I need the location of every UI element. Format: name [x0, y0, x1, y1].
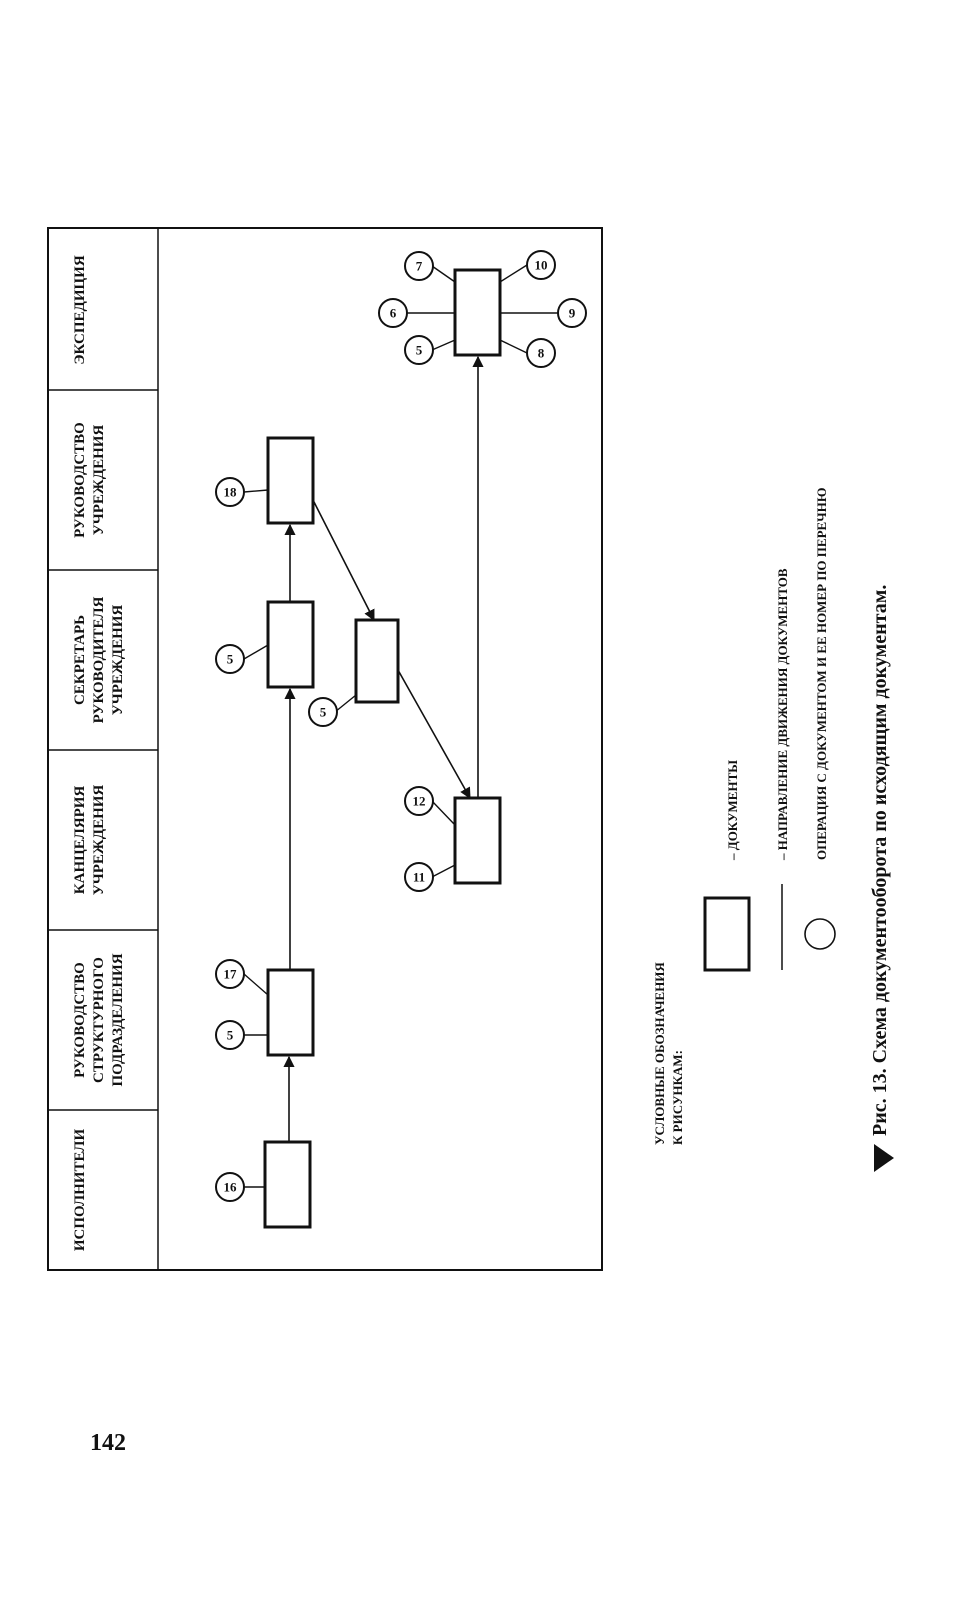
operation-circle: 5 [215, 1020, 245, 1050]
svg-text:12: 12 [413, 794, 426, 809]
svg-text:17: 17 [224, 967, 238, 982]
operation-leader [431, 339, 456, 351]
column-header-line: ИСПОЛНИТЕЛИ [72, 1129, 88, 1252]
flow-arrow [397, 669, 471, 799]
operation-leader [334, 694, 357, 713]
document-box [354, 618, 400, 704]
operation-circle: 8 [526, 338, 556, 368]
operation-circle: 10 [526, 250, 556, 280]
svg-text:5: 5 [416, 343, 423, 358]
operation-leader [243, 644, 269, 660]
operation-circle: 6 [378, 298, 408, 328]
operation-leader [431, 265, 456, 283]
operation-leader [431, 800, 456, 826]
svg-text:7: 7 [416, 259, 423, 274]
svg-text:10: 10 [535, 258, 548, 273]
column-header-line: ПОДРАЗДЕЛЕНИЯ [110, 953, 126, 1086]
legend-title: К РИСУНКАМ: [670, 1050, 685, 1145]
column-header-line: ЭКСПЕДИЦИЯ [72, 255, 88, 365]
svg-text:5: 5 [320, 705, 327, 720]
operation-circle: 5 [215, 644, 245, 674]
column-header-line: РУКОВОДСТВО [72, 962, 88, 1078]
operation-leader [431, 864, 456, 878]
column-header-line: УЧРЕЖДЕНИЯ [91, 425, 107, 536]
caption-triangle-icon [874, 1144, 894, 1172]
document-box [266, 436, 315, 525]
document-box [266, 600, 315, 689]
operation-circle: 18 [215, 477, 245, 507]
diagram-frame [47, 227, 603, 1271]
legend-direction: – НАПРАВЛЕНИЕ ДВИЖЕНИЯ ДОКУМЕНТОВ [775, 568, 790, 861]
legend-document-symbol [703, 896, 751, 972]
column-header-line: РУКОВОДСТВО [72, 422, 88, 538]
operation-circle: 11 [404, 862, 434, 892]
column-header-line: КАНЦЕЛЯРИЯ [72, 786, 88, 895]
document-box [453, 796, 502, 885]
operation-circle: 5 [404, 335, 434, 365]
legend-documents: – ДОКУМЕНТЫ [725, 760, 740, 861]
operation-leader [499, 264, 528, 283]
legend-operation-symbol [804, 918, 836, 950]
operation-leader [499, 339, 528, 354]
svg-text:5: 5 [227, 652, 234, 667]
page-number: 142 [90, 1430, 126, 1456]
svg-text:9: 9 [569, 306, 576, 321]
operation-circle: 16 [215, 1172, 245, 1202]
document-box [266, 968, 315, 1057]
operation-circle: 7 [404, 251, 434, 281]
column-header-line: УЧРЕЖДЕНИЯ [110, 605, 126, 716]
svg-text:5: 5 [227, 1028, 234, 1043]
document-box [453, 268, 502, 357]
operation-circle: 9 [557, 298, 587, 328]
document-box [263, 1140, 312, 1229]
svg-text:8: 8 [538, 346, 545, 361]
operation-leader [243, 973, 269, 996]
column-header-line: РУКОВОДИТЕЛЯ [91, 596, 107, 723]
column-header-line: СЕКРЕТАРЬ [72, 615, 88, 705]
legend-operation: ОПЕРАЦИЯ С ДОКУМЕНТОМ И ЕЕ НОМЕР ПО ПЕРЕ… [814, 488, 829, 860]
svg-text:18: 18 [224, 485, 238, 500]
operation-circle: 12 [404, 786, 434, 816]
svg-text:6: 6 [390, 306, 397, 321]
figure-caption: Рис. 13. Схема документооборота по исход… [869, 585, 891, 1136]
column-header-line: УЧРЕЖДЕНИЯ [91, 785, 107, 896]
operation-circle: 17 [215, 959, 245, 989]
flow-arrow [312, 499, 375, 621]
column-header: ИСПОЛНИТЕЛИ [72, 1129, 88, 1252]
legend-title: УСЛОВНЫЕ ОБОЗНАЧЕНИЯ [652, 962, 667, 1145]
svg-text:16: 16 [224, 1180, 238, 1195]
svg-text:11: 11 [413, 870, 425, 885]
column-header-line: СТРУКТУРНОГО [91, 957, 107, 1083]
column-header: ЭКСПЕДИЦИЯ [72, 255, 88, 365]
operation-leader [243, 489, 269, 493]
operation-circle: 5 [308, 697, 338, 727]
